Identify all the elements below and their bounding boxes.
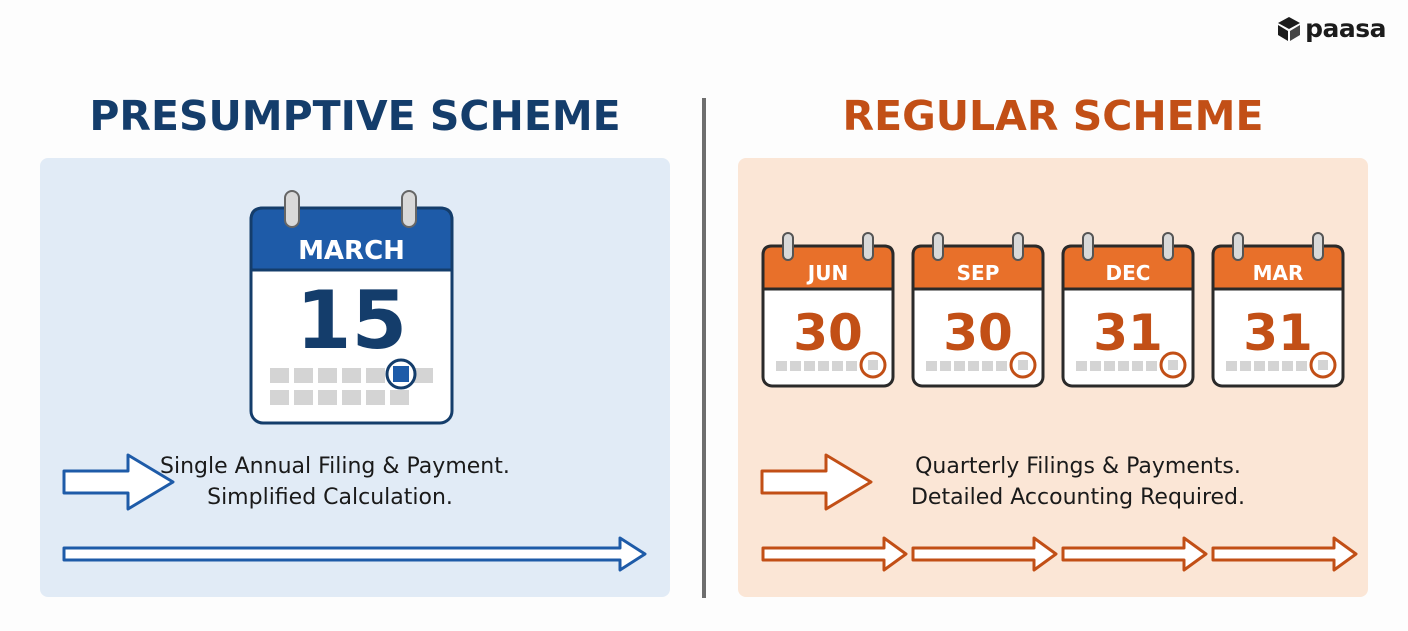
quarter-arrow-icon xyxy=(911,536,1058,572)
calendar-icon-dec: DEC 31 xyxy=(1061,232,1195,388)
presumptive-scheme-title: PRESUMPTIVE SCHEME xyxy=(89,92,621,140)
calendar-day-label: 31 xyxy=(1093,304,1163,362)
calendar-month-label: JUN xyxy=(806,261,848,285)
calendar-month-label: MAR xyxy=(1253,261,1304,285)
arrow-right-icon xyxy=(62,453,175,511)
presumptive-caption-line2: Simplified Calculation. xyxy=(207,485,453,510)
regular-scheme-title: REGULAR SCHEME xyxy=(842,92,1264,140)
brand-name: paasa xyxy=(1305,14,1386,43)
calendar-day-label: 15 xyxy=(296,274,407,367)
quarter-arrow-icon xyxy=(761,536,908,572)
presumptive-panel: MARCH 15 Single Annual Filing & Payment.… xyxy=(40,158,670,597)
calendar-day-label: 31 xyxy=(1243,304,1313,362)
calendar-month-label: DEC xyxy=(1106,261,1151,285)
regular-caption-line1: Quarterly Filings & Payments. xyxy=(915,454,1241,479)
calendar-icon-march: MARCH 15 xyxy=(249,190,454,425)
quarter-arrow-icon xyxy=(1061,536,1208,572)
calendar-icon-jun: JUN 30 xyxy=(761,232,895,388)
brand-logo: paasa xyxy=(1277,14,1386,43)
calendar-icon-sep: SEP 30 xyxy=(911,232,1045,388)
calendar-month-label: SEP xyxy=(957,261,1000,285)
regular-caption-line2: Detailed Accounting Required. xyxy=(910,485,1246,510)
calendar-month-label: MARCH xyxy=(298,236,405,266)
vertical-divider xyxy=(702,98,706,598)
quarter-arrow-icon xyxy=(1211,536,1358,572)
arrow-right-icon xyxy=(760,453,873,511)
calendar-day-label: 30 xyxy=(943,304,1013,362)
calendar-day-label: 30 xyxy=(793,304,863,362)
regular-panel: JUN 30 SEP 30 DEC 31 MAR 31 Quarterly Filings &… xyxy=(738,158,1368,597)
calendar-icon-mar: MAR 31 xyxy=(1211,232,1345,388)
timeline-arrow-icon xyxy=(62,536,647,572)
presumptive-caption-line1: Single Annual Filing & Payment. xyxy=(160,454,510,479)
cube-logo-icon xyxy=(1278,16,1301,41)
